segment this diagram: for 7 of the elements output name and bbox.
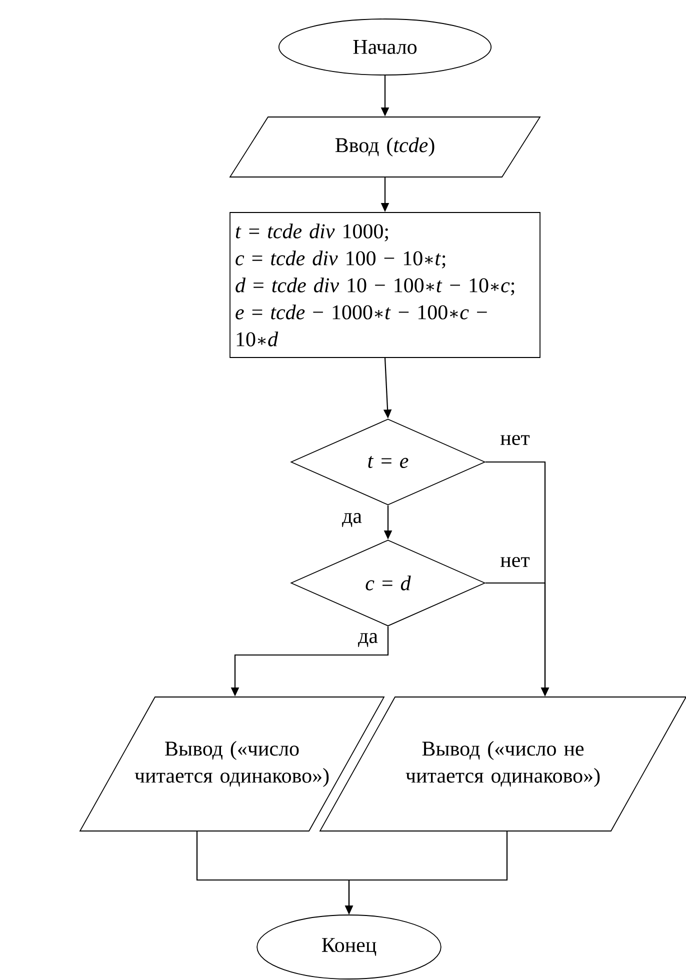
edge-label: да: [341, 512, 363, 528]
edge-label: нет: [499, 556, 531, 568]
process-box: t = tcde div 1000; c = tcde div 100 − 10∗t; d = tcde div 10 − 100∗t − 10∗c; e = tcde − 1000∗t − 100∗c − 10∗d: [230, 212, 540, 358]
terminal-oval: Начало: [278, 18, 492, 76]
edge-label: да: [357, 632, 379, 648]
edge-label: нет: [499, 434, 531, 446]
terminal-oval: Конец: [256, 914, 442, 980]
